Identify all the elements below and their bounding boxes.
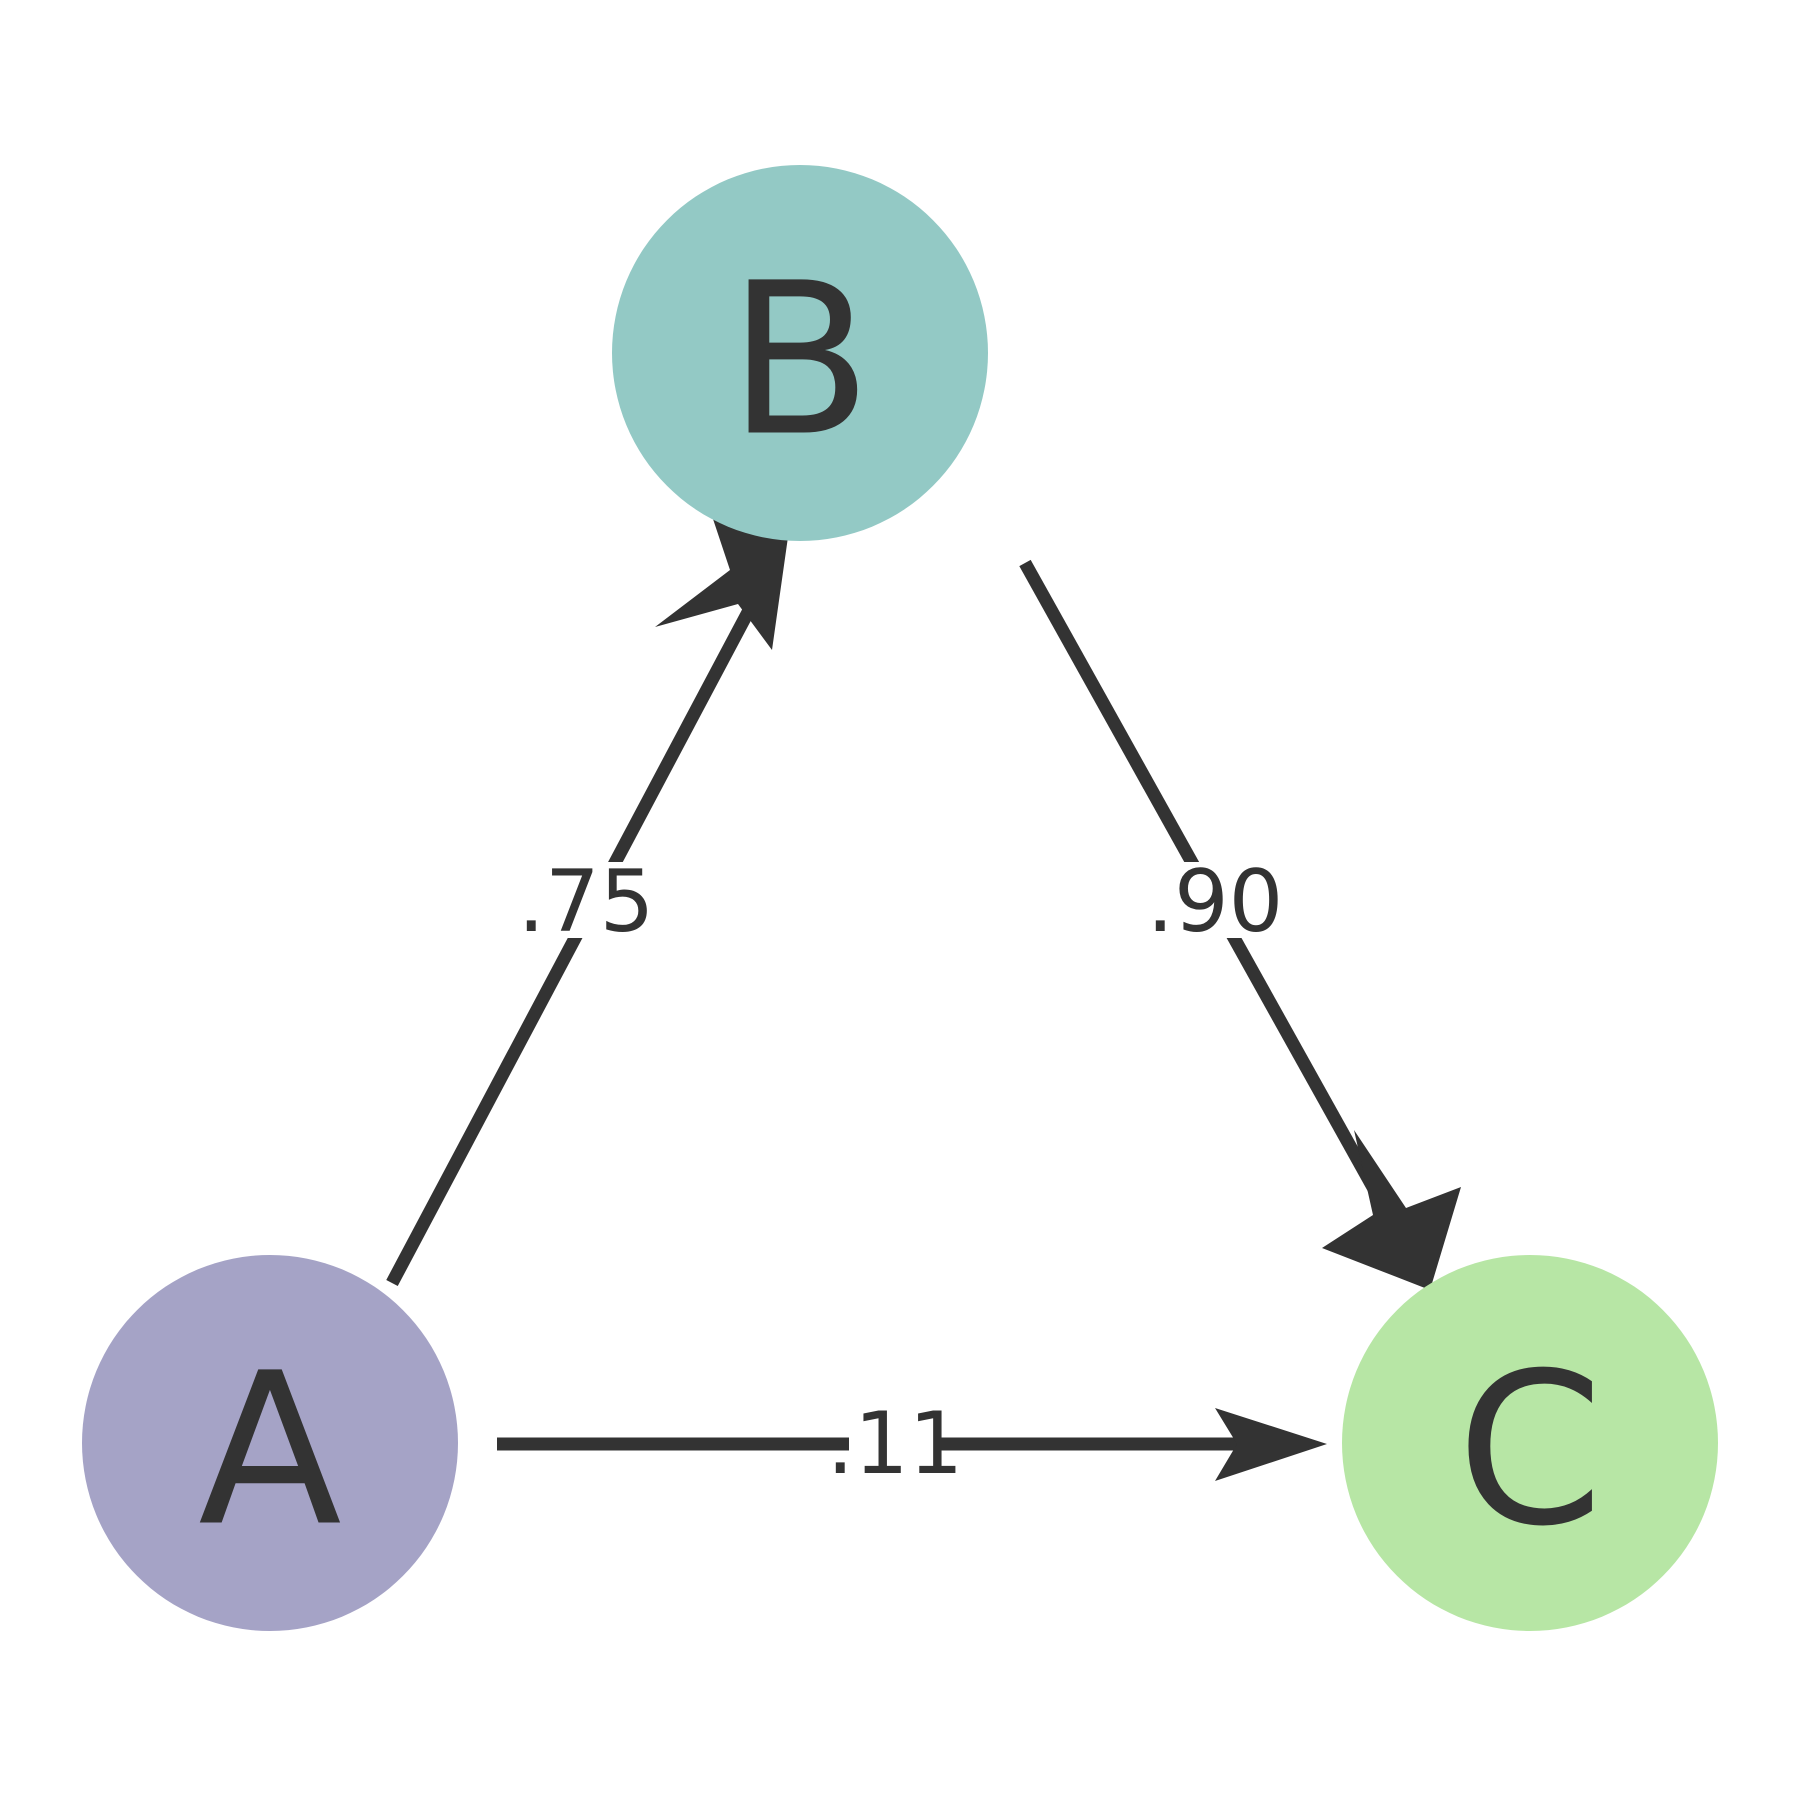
node-c[interactable]: C [1342,1255,1718,1631]
edge-b-to-c-label-bg [1169,862,1261,938]
edge-a-to-b-arrowhead [655,513,788,650]
node-b-label: B [728,238,872,483]
node-a-label: A [198,1328,342,1573]
edge-b-to-c-label: .90 [1147,852,1284,952]
node-c-label: C [1457,1328,1604,1573]
edge-b-to-c-arrowhead [1322,1130,1461,1290]
edge-a-to-c-label: .11 [827,1394,964,1494]
node-b[interactable]: B [612,165,988,541]
node-a-circle[interactable] [82,1255,458,1631]
node-a[interactable]: A [82,1255,458,1631]
edge-a-to-b[interactable]: .75 [386,513,788,1287]
edge-a-to-b-label-bg [540,862,632,938]
node-c-circle[interactable] [1342,1255,1718,1631]
node-b-circle[interactable] [612,165,988,541]
edge-a-to-b-label: .75 [518,852,655,952]
edge-b-to-c[interactable]: .90 [1019,559,1461,1290]
edge-a-to-c[interactable]: .11 [497,1394,1327,1494]
edge-a-to-c-label-bg [849,1406,941,1482]
edge-a-to-c-arrowhead [1215,1408,1327,1481]
